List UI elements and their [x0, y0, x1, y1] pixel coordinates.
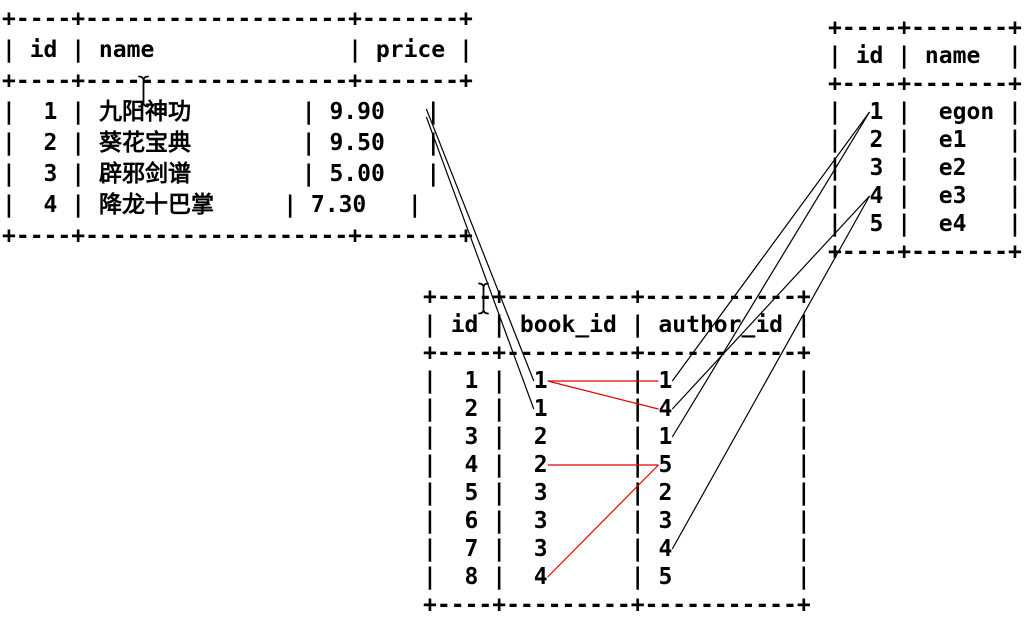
- cell-value: e4: [938, 211, 967, 237]
- cell-value: 5: [658, 564, 673, 590]
- cell-value: 九阳神功: [98, 99, 191, 125]
- ascii-line: | 2 | e1 |: [828, 127, 1022, 153]
- cell-value: 2: [533, 452, 548, 478]
- cell-value: 5.00: [329, 161, 385, 187]
- ascii-line: | 3 | 辟邪剑谱 | 5.00 |: [2, 161, 441, 187]
- cell-value: 2: [464, 396, 479, 422]
- books-table: +----+-------------------+-------+ | id |…: [2, 4, 473, 252]
- cell-value: 9.90: [329, 99, 385, 125]
- cell-value: 5: [869, 211, 884, 237]
- cell-value: 7.30: [310, 192, 367, 218]
- cell-value: 2: [43, 130, 58, 156]
- ascii-line: +----+-------+: [828, 71, 1022, 97]
- ascii-line: | 4 | 2 | 5 |: [423, 452, 811, 478]
- cell-value: 3: [869, 155, 884, 181]
- ascii-line: | id | book_id | author_id |: [423, 312, 811, 338]
- ascii-line: | 1 | 1 | 1 |: [423, 368, 811, 394]
- cell-value: 4: [869, 183, 884, 209]
- ascii-line: | 4 | e3 |: [828, 183, 1022, 209]
- ascii-line: | id | name | price |: [2, 37, 473, 63]
- cell-value: 1: [533, 368, 548, 394]
- cell-value: e2: [938, 155, 967, 181]
- cell-value: 1: [43, 99, 58, 125]
- cell-value: 3: [43, 161, 58, 187]
- ascii-line: | 4 | 降龙十巴掌 | 7.30 |: [2, 192, 422, 218]
- ascii-line: | 5 | e4 |: [828, 211, 1022, 237]
- cell-value: 3: [464, 424, 479, 450]
- cell-value: 4: [533, 564, 548, 590]
- cell-value: 9.50: [329, 130, 385, 156]
- cell-value: 辟邪剑谱: [98, 161, 191, 187]
- authors-table: +----+-------+| id | name |+----+-------…: [828, 14, 1022, 266]
- ascii-line: +----+---------+-----------+: [423, 284, 811, 310]
- cell-value: 7: [464, 536, 479, 562]
- cell-value: 8: [464, 564, 479, 590]
- ascii-line: +----+-------------------+-------+: [2, 223, 473, 249]
- cell-value: 2: [533, 424, 548, 450]
- ascii-line: | 6 | 3 | 3 |: [423, 508, 811, 534]
- ascii-line: | 2 | 1 | 4 |: [423, 396, 811, 422]
- ascii-line: +----+---------+-----------+: [423, 592, 811, 618]
- cell-value: 3: [658, 508, 673, 534]
- cell-value: 1: [464, 368, 479, 394]
- cell-value: e3: [938, 183, 967, 209]
- ascii-line: | 1 | 九阳神功 | 9.90 |: [2, 99, 441, 125]
- ascii-line: +----+-------------------+-------+: [2, 6, 473, 32]
- cell-value: 4: [658, 396, 673, 422]
- ascii-line: +----+---------+-----------+: [423, 340, 811, 366]
- cell-value: 葵花宝典: [98, 130, 191, 156]
- cell-value: 4: [464, 452, 479, 478]
- cell-value: 5: [658, 452, 673, 478]
- cell-value: egon: [938, 99, 995, 125]
- ascii-line: | 7 | 3 | 4 |: [423, 536, 811, 562]
- ascii-line: | 3 | e2 |: [828, 155, 1022, 181]
- cell-value: e1: [938, 127, 967, 153]
- cell-value: 1: [658, 424, 673, 450]
- cell-value: 1: [869, 99, 884, 125]
- ascii-line: | 3 | 2 | 1 |: [423, 424, 811, 450]
- ascii-line: +----+-------+: [828, 15, 1022, 41]
- cell-value: 2: [869, 127, 884, 153]
- ascii-line: | 2 | 葵花宝典 | 9.50 |: [2, 130, 441, 156]
- cell-value: 4: [43, 192, 58, 218]
- ascii-line: | 5 | 3 | 2 |: [423, 480, 811, 506]
- cell-value: 1: [658, 368, 673, 394]
- ascii-line: +----+-------+: [828, 239, 1022, 265]
- cell-value: 3: [533, 508, 548, 534]
- cell-value: 降龙十巴掌: [98, 192, 214, 218]
- cell-value: 6: [464, 508, 479, 534]
- ascii-line: | 8 | 4 | 5 |: [423, 564, 811, 590]
- cell-value: 5: [464, 480, 479, 506]
- cell-value: 4: [658, 536, 673, 562]
- row-end-pipe: |: [426, 99, 441, 125]
- book2author-junction-table: +----+---------+-----------+| id | book_…: [423, 283, 811, 619]
- cell-value: 1: [533, 396, 548, 422]
- cell-value: 3: [533, 480, 548, 506]
- ascii-line: | id | name |: [828, 43, 1022, 69]
- ascii-line: | 1 | egon |: [828, 99, 1022, 125]
- cell-value: 3: [533, 536, 548, 562]
- ascii-line: +----+-------------------+-------+: [2, 68, 473, 94]
- cell-value: 2: [658, 480, 673, 506]
